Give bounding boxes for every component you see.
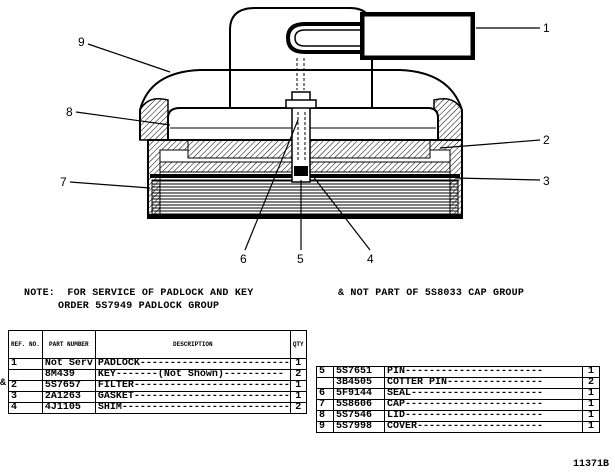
leader-7 — [69, 181, 151, 189]
table-header-row: REF. NO. PART NUMBER DESCRIPTION QTY — [8, 330, 307, 359]
ref-cell: 8 — [316, 410, 334, 422]
table-row: 2 5S7657 FILTER-------------------------… — [8, 380, 307, 392]
table-row: 8 5S7546 LID----------------------- 1 — [316, 410, 600, 422]
part-cell: 3B4505 — [333, 377, 385, 389]
callout-8: 8 — [66, 105, 73, 119]
callout-3: 3 — [543, 174, 550, 188]
leader-3 — [455, 177, 541, 181]
qty-cell: 1 — [289, 358, 307, 370]
leader-8 — [75, 111, 171, 126]
part-cell: 5S7657 — [41, 380, 96, 392]
ref-cell: 9 — [316, 421, 334, 433]
ref-cell: 3 — [8, 391, 43, 403]
leader-lines — [69, 27, 541, 251]
header-ref-no: REF. NO. — [8, 330, 43, 359]
service-note-line1: NOTE: FOR SERVICE OF PADLOCK AND KEY — [24, 288, 254, 299]
qty-cell: 1 — [582, 388, 600, 400]
table-row: 8M439 KEY-------(Not Shown)---------- 2 — [8, 369, 307, 381]
not-part-note: & NOT PART OF 5S8033 CAP GROUP — [338, 288, 525, 299]
part-cell: 5F9144 — [333, 388, 385, 400]
part-cell: 5S7998 — [333, 421, 385, 433]
callout-5: 5 — [297, 252, 304, 266]
part-cell: 5S7546 — [333, 410, 385, 422]
cap-assembly-diagram: 1 2 3 4 5 6 7 8 9 — [60, 7, 550, 266]
qty-cell: 2 — [289, 402, 307, 414]
ref-cell: 1 — [8, 358, 43, 370]
desc-cell: SEAL---------------------- — [384, 388, 583, 400]
callout-1: 1 — [543, 21, 550, 35]
figure-id: 11371B — [572, 459, 609, 470]
part-cell: 2A1263 — [41, 391, 96, 403]
header-description: DESCRIPTION — [94, 330, 291, 359]
desc-cell: COVER--------------------- — [384, 421, 583, 433]
part-cell: 4J1105 — [41, 402, 96, 414]
part-cell: 5S7651 — [333, 366, 385, 378]
not-part-marker: & — [0, 378, 7, 389]
ref-cell — [8, 369, 43, 381]
leader-4 — [311, 174, 371, 251]
table-row: 7 5S8606 CAP----------------------- 1 — [316, 399, 600, 411]
callout-4: 4 — [367, 252, 374, 266]
ref-cell — [316, 377, 334, 389]
qty-cell: 1 — [582, 421, 600, 433]
leader-9 — [87, 43, 171, 73]
desc-cell: KEY-------(Not Shown)---------- — [94, 369, 291, 381]
part-cell: 5S8606 — [333, 399, 385, 411]
table-row: 3 2A1263 GASKET-------------------------… — [8, 391, 307, 403]
desc-cell: LID----------------------- — [384, 410, 583, 422]
callout-6: 6 — [240, 252, 247, 266]
qty-cell: 1 — [289, 380, 307, 392]
table-row: 1 Not Serv PADLOCK----------------------… — [8, 358, 307, 370]
header-part-number: PART NUMBER — [41, 330, 96, 359]
part-cell: 8M439 — [41, 369, 96, 381]
table-row: 6 5F9144 SEAL---------------------- 1 — [316, 388, 600, 400]
ref-cell: 5 — [316, 366, 334, 378]
ref-cell: 4 — [8, 402, 43, 414]
qty-cell: 2 — [582, 377, 600, 389]
qty-cell: 2 — [289, 369, 307, 381]
desc-cell: COTTER PIN---------------- — [384, 377, 583, 389]
table-row: 5 5S7651 PIN----------------------- 1 — [316, 366, 600, 378]
desc-cell: CAP----------------------- — [384, 399, 583, 411]
qty-cell: 1 — [582, 410, 600, 422]
table-row: 3B4505 COTTER PIN---------------- 2 — [316, 377, 600, 389]
service-note-line2: ORDER 5S7949 PADLOCK GROUP — [58, 301, 220, 312]
desc-cell: PIN----------------------- — [384, 366, 583, 378]
parts-table-left: REF. NO. PART NUMBER DESCRIPTION QTY 1 N… — [8, 330, 307, 414]
leader-6 — [244, 119, 299, 251]
desc-cell: SHIM-------------------------------- — [94, 402, 291, 414]
qty-cell: 1 — [582, 399, 600, 411]
qty-cell: 1 — [289, 391, 307, 403]
callout-7: 7 — [60, 175, 67, 189]
desc-cell: FILTER------------------------------ — [94, 380, 291, 392]
ref-cell: 7 — [316, 399, 334, 411]
ref-cell: 6 — [316, 388, 334, 400]
desc-cell: PADLOCK----------------------------- — [94, 358, 291, 370]
cover-drawing — [139, 69, 463, 141]
callout-2: 2 — [543, 133, 550, 147]
header-qty: QTY — [289, 330, 307, 359]
pin-drawing — [285, 91, 317, 183]
parts-table-right: 5 5S7651 PIN----------------------- 1 3B… — [316, 366, 600, 433]
callout-9: 9 — [78, 35, 85, 49]
leader-2 — [439, 139, 541, 149]
table-row: 9 5S7998 COVER--------------------- 1 — [316, 421, 600, 433]
table-row: 4 4J1105 SHIM---------------------------… — [8, 402, 307, 414]
part-cell: Not Serv — [41, 358, 96, 370]
desc-cell: GASKET------------------------------ — [94, 391, 291, 403]
ref-cell: 2 — [8, 380, 43, 392]
qty-cell: 1 — [582, 366, 600, 378]
padlock-drawing — [229, 7, 475, 120]
